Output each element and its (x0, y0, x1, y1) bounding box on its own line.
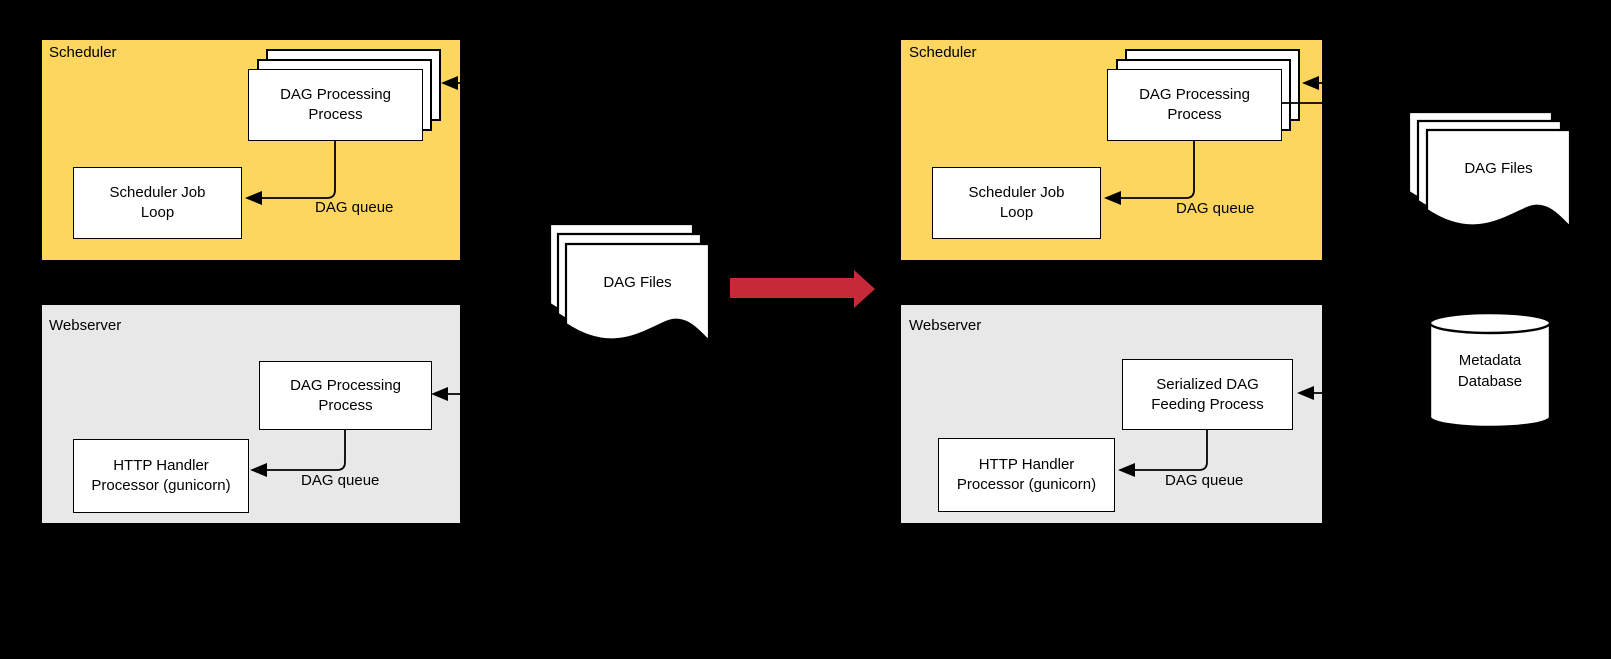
before-scheduler-job-loop-box: Scheduler Job Loop (73, 167, 242, 239)
after-scheduler-dag-queue-label: DAG queue (1176, 200, 1255, 217)
before-webserver-panel: Webserver DAG Processing Process HTTP Ha… (42, 305, 460, 523)
before-webserver-dag-queue-label: DAG queue (301, 472, 380, 489)
after-scheduler-job-loop-label: Scheduler Job Loop (968, 184, 1065, 221)
after-scheduler-dag-processing-box: DAG Processing Process (1107, 69, 1282, 141)
after-webserver-dag-queue-label: DAG queue (1165, 472, 1244, 489)
before-webserver-http-handler-label: HTTP Handler Processor (gunicorn) (91, 457, 231, 494)
before-webserver-dag-processing-box: DAG Processing Process (259, 361, 432, 430)
before-webserver-title: Webserver (49, 317, 122, 334)
after-webserver-http-handler-box: HTTP Handler Processor (gunicorn) (938, 438, 1115, 512)
after-webserver-feeding-process-box: Serialized DAG Feeding Process (1122, 359, 1293, 430)
metadata-database-label: Metadata Database (1457, 352, 1523, 390)
before-scheduler-title: Scheduler (49, 44, 117, 61)
after-webserver-title: Webserver (909, 317, 982, 334)
after-webserver-panel: Webserver Serialized DAG Feeding Process… (901, 305, 1322, 523)
after-scheduler-job-loop-box: Scheduler Job Loop (932, 167, 1101, 239)
before-webserver-http-handler-box: HTTP Handler Processor (gunicorn) (73, 439, 249, 513)
before-scheduler-dag-queue-label: DAG queue (315, 199, 394, 216)
after-dag-files-label: DAG Files (1464, 160, 1533, 177)
before-scheduler-dag-processing-label: DAG Processing Process (280, 86, 391, 123)
before-webserver-dag-processing-label: DAG Processing Process (290, 376, 401, 414)
before-scheduler-dag-processing-box: DAG Processing Process (248, 69, 423, 141)
after-scheduler-panel: Scheduler DAG Processing Process Schedul… (901, 40, 1322, 260)
after-scheduler-title: Scheduler (909, 44, 977, 61)
after-webserver-feeding-process-label: Serialized DAG Feeding Process (1151, 375, 1264, 413)
migration-dag-files-label: DAG Files (603, 274, 672, 291)
after-scheduler-dag-processing-label: DAG Processing Process (1139, 86, 1250, 123)
after-webserver-http-handler-label: HTTP Handler Processor (gunicorn) (956, 456, 1097, 493)
migration-arrow (730, 270, 875, 308)
before-scheduler-panel: Scheduler DAG Processing Process Schedul… (42, 40, 460, 260)
before-scheduler-job-loop-label: Scheduler Job Loop (109, 184, 206, 221)
